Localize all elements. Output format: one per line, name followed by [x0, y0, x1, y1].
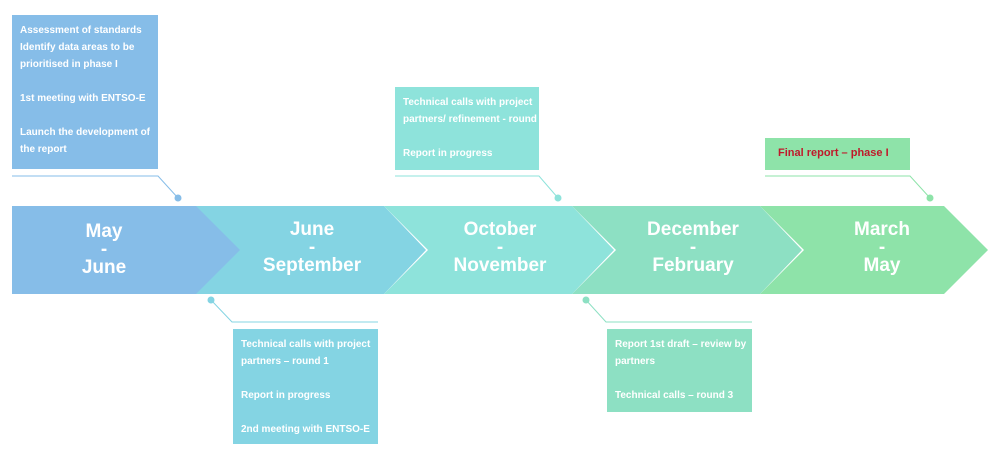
phase-start: June [289, 219, 335, 240]
phase-separator: - [878, 237, 886, 258]
phase-separator: - [308, 237, 316, 258]
connector-june-sept [210, 299, 378, 323]
connector-dot [554, 194, 562, 202]
note-box-oct-nov: Technical calls with project partners/ r… [395, 87, 546, 170]
note-box-may-june: Assessment of standards Identify data ar… [12, 15, 158, 169]
connector-dot [174, 194, 182, 202]
note-line: the report [20, 144, 67, 155]
note-box-dec-feb: Report 1st draft – review by partners Te… [607, 329, 752, 412]
connector-dot [207, 296, 215, 304]
note-box-mar-may: Final report – phase I [765, 138, 910, 170]
phase-start: May [85, 221, 123, 242]
note-line: 2nd meeting with ENTSO-E [241, 424, 370, 435]
chevron-oct-nov [384, 206, 614, 294]
connector-mar-may [765, 175, 931, 199]
note-line: partners/ refinement - round 2 [403, 114, 546, 125]
note-line: Report in progress [241, 390, 331, 401]
note-box-june-sept: Technical calls with project partners – … [233, 329, 378, 444]
phase-label-dec-feb: December - February [628, 219, 758, 276]
phase-label-june-sept: June - September [247, 219, 377, 276]
connector-oct-nov [395, 175, 559, 199]
phase-end: June [81, 257, 127, 278]
note-line: Report 1st draft – review by [615, 339, 747, 350]
phase-label-oct-nov: October - November [435, 219, 565, 276]
phase-label-may-june: May - June [54, 221, 154, 278]
phase-end: May [863, 255, 901, 276]
phase-start: October [463, 219, 537, 240]
phase-start: December [647, 219, 739, 240]
note-line: Identify data areas to be [20, 42, 135, 53]
phase-separator: - [496, 237, 504, 258]
connector-dot [582, 296, 590, 304]
note-line: partners – round 1 [241, 356, 329, 367]
phase-separator: - [100, 239, 108, 260]
note-line: partners [615, 356, 656, 367]
connector-dot [926, 194, 934, 202]
note-line: Technical calls with project [241, 339, 371, 350]
connector-may-june [12, 175, 179, 199]
phase-separator: - [689, 237, 697, 258]
note-line: Technical calls with project [403, 97, 533, 108]
phase-end: September [262, 255, 362, 276]
phase-label-mar-may: March - May [817, 219, 947, 276]
note-line: Technical calls – round 3 [615, 390, 734, 401]
connector-dec-feb [585, 299, 752, 323]
note-line: 1st meeting with ENTSO-E [20, 93, 146, 104]
chevron-mar-may [760, 206, 988, 294]
phase-end: February [652, 255, 734, 276]
note-line: Assessment of standards [20, 25, 142, 36]
note-line: Launch the development of [20, 127, 151, 138]
chevron-dec-feb [572, 206, 802, 294]
note-line: prioritised in phase I [20, 59, 118, 70]
final-report-label: Final report – phase I [778, 147, 889, 159]
phase-start: March [854, 219, 910, 240]
chevron-june-sept [196, 206, 426, 294]
note-line: Report in progress [403, 148, 493, 159]
phase-end: November [453, 255, 547, 276]
chevron-may-june [12, 206, 242, 294]
